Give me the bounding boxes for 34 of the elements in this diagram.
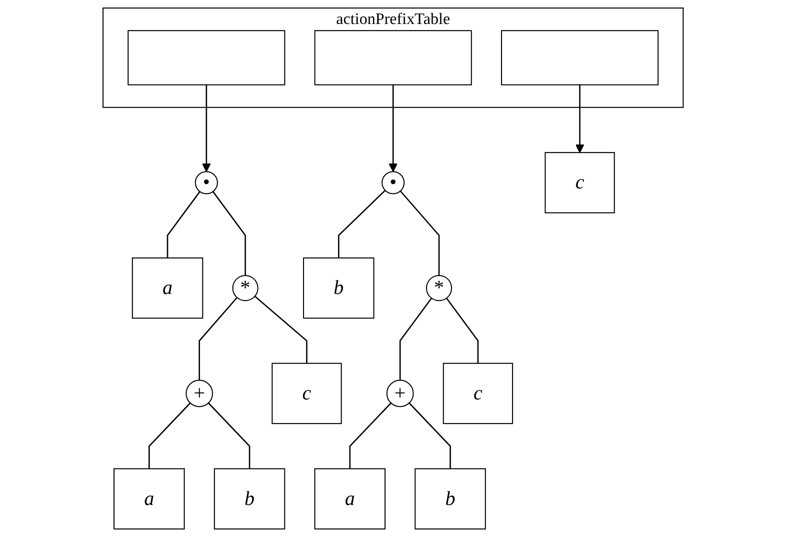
connector [400,190,440,276]
connector [167,191,201,258]
connector [400,298,432,380]
node-box: c [272,362,342,424]
connector [338,190,386,258]
node-box: c [443,362,514,424]
node-box: a [132,257,204,319]
node-box [128,30,286,86]
node-circle: * [426,275,452,302]
node-box: c [545,152,616,214]
node-circle: + [186,380,214,408]
connector [409,402,452,469]
node-circle: * [232,275,259,302]
node-box [501,30,659,86]
arrow [202,84,212,172]
connector [208,402,251,469]
arrow [389,84,398,172]
arrow [576,84,585,153]
node-box: a [114,468,186,530]
node-circle: + [386,380,414,408]
node-box: b [214,468,286,530]
node-box [314,30,472,86]
cluster: actionPrefixTable [102,8,684,108]
node-circle: • [195,171,218,194]
connector [350,402,392,469]
connector [199,297,238,380]
connector [446,298,479,364]
connector [148,402,192,469]
node-circle: • [382,171,406,194]
node-box: b [303,257,375,319]
connector [212,191,246,276]
node-box: a [314,468,386,530]
node-box: b [415,468,486,530]
connector [254,296,308,364]
